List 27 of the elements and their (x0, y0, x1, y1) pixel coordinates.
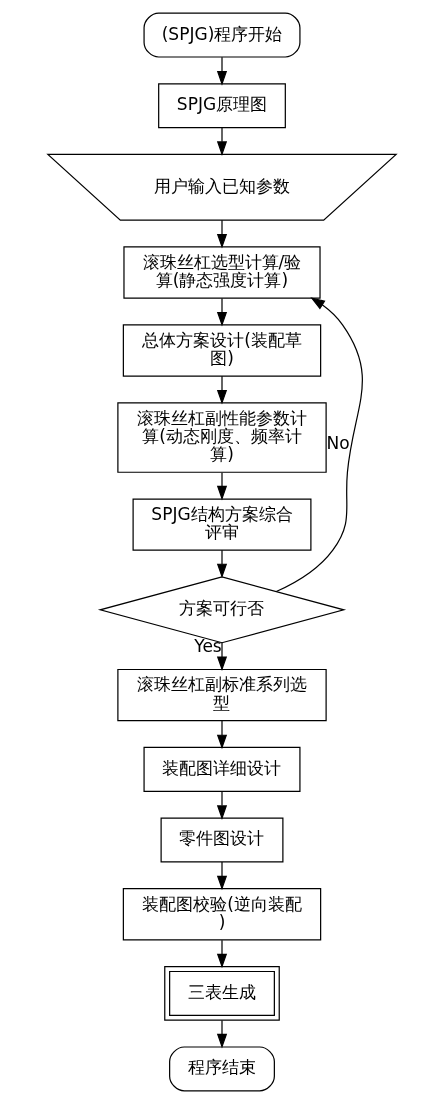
node-box: 滚珠丝杠选型计算/验算(静态强度计算) (123, 246, 321, 299)
node-box: 总体方案设计(装配草图) (122, 324, 322, 377)
node-box: 三表生成 (164, 966, 280, 1021)
arrow (216, 642, 228, 672)
arrow (216, 127, 228, 156)
arrow (275, 297, 363, 593)
arrow (216, 790, 228, 820)
edge-label: No (326, 433, 350, 454)
node-box: SPJG原理图 (158, 83, 286, 129)
arrow (216, 1020, 228, 1049)
node-box: 程序结束 (169, 1046, 275, 1092)
arrow (216, 297, 228, 327)
arrow (216, 939, 228, 969)
node-box: 装配图详细设计 (143, 746, 301, 792)
node-box: (SPJG)程序开始 (143, 12, 301, 58)
arrow (216, 861, 228, 891)
node-box: SPJG结构方案综合评审 (132, 498, 312, 551)
node-box: 零件图设计 (160, 817, 284, 863)
node-box: 滚珠丝杠副性能参数计算(动态刚度、频率计算) (117, 402, 327, 473)
arrow (216, 375, 228, 405)
arrow (216, 56, 228, 86)
arrow (216, 720, 228, 750)
arrow (216, 472, 228, 501)
node-box: 滚珠丝杠副标准系列选型 (117, 668, 327, 722)
arrow (216, 549, 228, 579)
arrow (216, 219, 228, 249)
node-box: 装配图校验(逆向装配) (122, 888, 322, 941)
